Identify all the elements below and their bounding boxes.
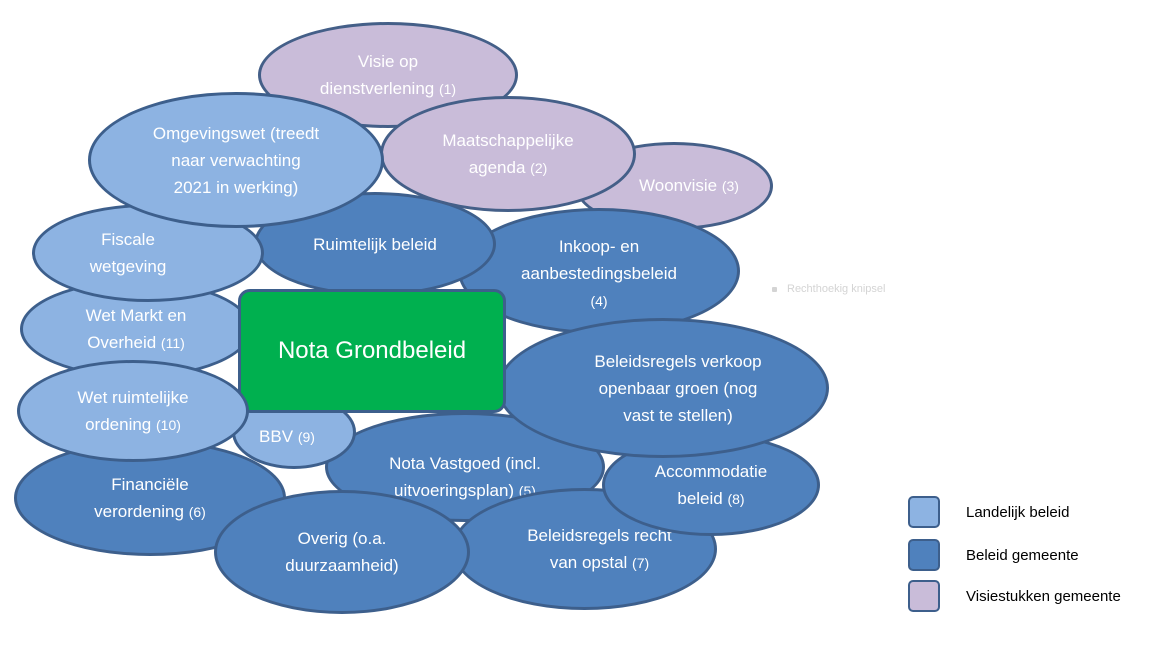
bubble-ruimtelijk-beleid: Ruimtelijk beleid: [254, 192, 496, 296]
legend-swatch: [908, 496, 940, 528]
bubble-number: (3): [721, 178, 739, 194]
ghost-label-text: Rechthoekig knipsel: [787, 283, 886, 295]
bubble-line: Omgevingswet (treedt: [152, 123, 320, 143]
legend-item-gemeente: Beleid gemeente: [908, 539, 1079, 571]
bubble-line: Inkoop- en: [558, 237, 640, 256]
bubble-number: (8): [727, 490, 745, 507]
bubble-line: Overheid: [87, 332, 157, 352]
bubble-overig: Overig (o.a. duurzaamheid): [214, 490, 470, 614]
bubble-line: uitvoeringsplan): [394, 480, 515, 500]
bubble-line: Nota Vastgoed (incl.: [389, 453, 541, 473]
bubble-line: van opstal: [549, 552, 628, 572]
legend-swatch: [908, 580, 940, 612]
ghost-bullet-icon: [772, 286, 777, 292]
bubble-line: Beleidsregels verkoop: [594, 351, 762, 371]
center-box-nota-grondbeleid: Nota Grondbeleid: [238, 289, 506, 413]
bubble-number: (7): [632, 554, 650, 571]
bubble-line: Financiële: [111, 474, 189, 494]
bubble-number: (4): [590, 293, 608, 309]
bubble-line: agenda: [468, 157, 526, 177]
bubble-omgevingswet: Omgevingswet (treedt naar verwachting 2021…: [88, 92, 384, 228]
bubble-number: (6): [188, 503, 206, 520]
ghost-snipping-label: Rechthoekig knipsel: [772, 281, 977, 297]
legend-label: Landelijk beleid: [966, 503, 1070, 521]
bubble-number: (2): [530, 159, 548, 176]
bubble-line: Wet Markt en: [85, 305, 187, 325]
bubble-line: verordening: [94, 501, 184, 521]
bubble-beleidsregels-groen: Beleidsregels verkoop openbaar groen (nog…: [497, 318, 829, 458]
bubble-line: Maatschappelijke: [442, 130, 574, 150]
bubble-line: Woonvisie: [639, 176, 718, 195]
bubble-line: 2021 in werking): [173, 177, 299, 197]
bubble-line: ordening: [85, 414, 152, 434]
legend-label: Beleid gemeente: [966, 546, 1079, 564]
bubble-number: (1): [438, 80, 457, 97]
bubble-line: beleid: [677, 488, 723, 508]
bubble-line: dienstverlening: [319, 78, 435, 98]
bubble-line: Fiscale: [101, 230, 155, 249]
center-title: Nota Grondbeleid: [277, 337, 467, 364]
bubble-line: vast te stellen): [623, 405, 733, 425]
legend-label: Visiestukken gemeente: [966, 587, 1121, 605]
bubble-line: aanbestedingsbeleid: [521, 264, 677, 283]
bubble-number: (11): [160, 334, 185, 351]
bubble-line: Accommodatie: [654, 461, 768, 481]
bubble-line: openbaar groen (nog: [598, 378, 758, 398]
bubble-line: Ruimtelijk beleid: [313, 234, 437, 254]
bubble-number: (9): [297, 429, 315, 445]
legend-item-visie: Visiestukken gemeente: [908, 580, 1121, 612]
bubble-wet-ruimtelijke-ordening: Wet ruimtelijke ordening (10): [17, 360, 249, 462]
bubble-line: duurzaamheid): [285, 556, 399, 575]
bubble-number: (10): [156, 416, 181, 433]
bubble-line: Wet ruimtelijke: [77, 387, 189, 407]
bubble-line: naar verwachting: [171, 150, 301, 170]
bubble-line: Visie op: [357, 51, 419, 71]
bubble-line: BBV: [259, 427, 294, 446]
bubble-line: Beleidsregels recht: [527, 525, 672, 545]
bubble-line: wetgeving: [89, 257, 167, 276]
bubble-line: Overig (o.a.: [297, 529, 387, 548]
bubble-maatschappelijke-agenda: Maatschappelijke agenda (2): [380, 96, 636, 212]
legend-swatch: [908, 539, 940, 571]
legend-item-landelijk: Landelijk beleid: [908, 496, 1069, 528]
